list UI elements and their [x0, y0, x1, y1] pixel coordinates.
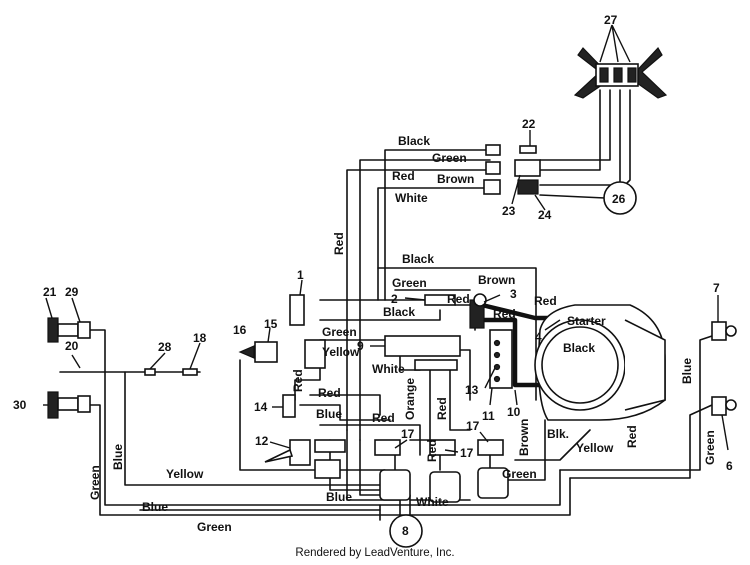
label-yellow-left: Yellow	[322, 345, 360, 359]
label-red-lower: Red	[372, 411, 395, 425]
label-yellow-bottom: Yellow	[166, 467, 204, 481]
callout-13: 13	[465, 383, 479, 397]
label-red-top: Red	[392, 169, 415, 183]
callout-23: 23	[502, 204, 516, 218]
callout-11: 11	[482, 409, 495, 423]
callout-10: 10	[507, 405, 521, 419]
callout-22: 22	[522, 117, 536, 131]
solenoids-17	[374, 439, 509, 503]
label-green-left-vertical: Green	[88, 465, 102, 500]
label-starter: Starter	[567, 314, 606, 328]
callout-12: 12	[255, 434, 269, 448]
label-orange-mid: Orange	[403, 378, 417, 420]
left-components	[47, 317, 198, 419]
label-red-mid: Red	[318, 386, 341, 400]
callout-2: 2	[391, 292, 398, 306]
label-blue-bottom-mid: Blue	[326, 490, 352, 504]
label-yellow-right: Yellow	[576, 441, 614, 455]
leader-lines	[43, 24, 729, 453]
label-red-at-2: Red	[447, 292, 470, 306]
callout-21: 21	[43, 285, 57, 299]
label-green-bottom: Green	[197, 520, 232, 534]
label-black-mid: Black	[402, 252, 434, 266]
callout-6: 6	[726, 459, 733, 473]
label-blk: Blk.	[547, 427, 569, 441]
label-black-starter: Black	[563, 341, 595, 355]
label-red-below-9: Red	[435, 397, 449, 420]
callout-8: 8	[402, 524, 409, 538]
callout-16: 16	[233, 323, 247, 337]
label-brown-mid: Brown	[478, 273, 515, 287]
label-black-at-2: Black	[383, 305, 415, 319]
callout-18: 18	[193, 331, 207, 345]
callout-26: 26	[612, 192, 626, 206]
callout-27: 27	[604, 13, 618, 27]
terminal-blocks	[424, 293, 513, 389]
callout-24: 24	[538, 208, 552, 222]
callout-circle-8	[389, 514, 423, 548]
switches-right-6-7	[711, 321, 737, 416]
callout-17a: 17	[401, 427, 415, 441]
label-green-bottom-mid: Green	[502, 467, 537, 481]
headlight-cluster-27	[573, 46, 668, 99]
callout-17c: 17	[466, 419, 480, 433]
callout-15: 15	[264, 317, 278, 331]
label-green-mid: Green	[392, 276, 427, 290]
label-red-at-13: Red	[493, 307, 516, 321]
label-blue-bottom: Blue	[142, 500, 168, 514]
label-blue-mid: Blue	[316, 407, 342, 421]
callout-28: 28	[158, 340, 172, 354]
callout-9: 9	[357, 339, 364, 353]
callout-3: 3	[510, 287, 517, 301]
label-brown-vertical: Brown	[517, 419, 531, 456]
callout-14: 14	[254, 400, 268, 414]
callout-29: 29	[65, 285, 79, 299]
label-green-left: Green	[322, 325, 357, 339]
callout-4: 4	[535, 330, 542, 344]
callout-7: 7	[713, 281, 720, 295]
label-red-at-17: Red	[425, 439, 439, 462]
wire-labels: Black Green Brown Red White Red Black Gr…	[88, 134, 717, 534]
callout-20: 20	[65, 339, 79, 353]
label-black-top: Black	[398, 134, 430, 148]
footer-credit: Rendered by LeadVenture, Inc.	[295, 547, 455, 559]
label-white-at-9: White	[372, 362, 405, 376]
connector-22-23-24	[483, 144, 541, 195]
callout-1: 1	[297, 268, 304, 282]
label-green-right: Green	[703, 430, 717, 465]
callout-30: 30	[13, 398, 27, 412]
label-blue-right: Blue	[680, 358, 694, 384]
label-white-bottom: White	[416, 495, 449, 509]
label-red-at-starter: Red	[534, 294, 557, 308]
label-red-right: Red	[625, 425, 639, 448]
label-green-top: Green	[432, 151, 467, 165]
engine-starter-block	[534, 304, 666, 421]
switches-left	[238, 294, 346, 479]
callout-circle-26	[603, 181, 637, 215]
label-red-vertical: Red	[332, 232, 346, 255]
label-brown-top: Brown	[437, 172, 474, 186]
callout-17b: 17	[460, 446, 474, 460]
label-blue-left-vertical: Blue	[111, 444, 125, 470]
label-white-top: White	[395, 191, 428, 205]
callout-numbers: 1 2 3 4 6 7 8 9 10 11 12 13 14 15 16 17 …	[13, 13, 733, 538]
label-red-at-14: Red	[291, 369, 305, 392]
